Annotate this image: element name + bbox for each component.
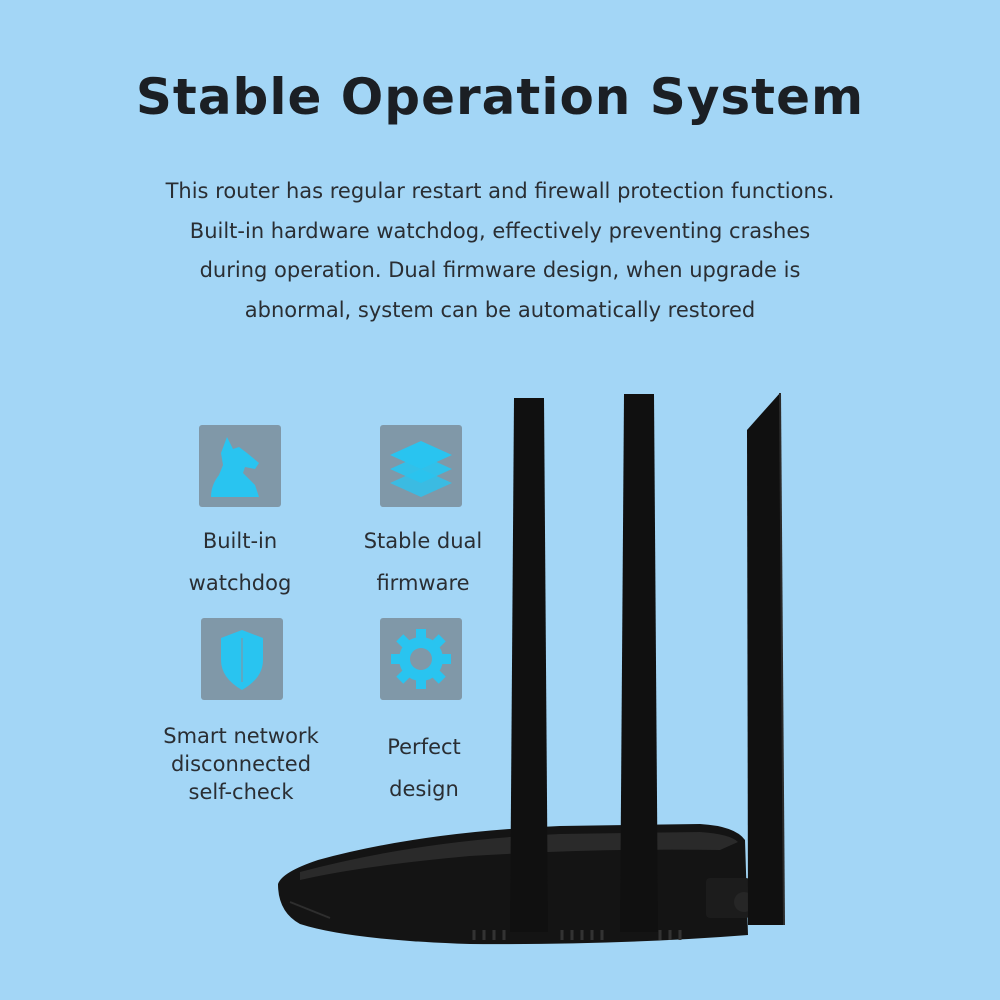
router-vents — [472, 930, 682, 940]
feature-tile-self-check — [201, 618, 283, 700]
antenna-right — [747, 393, 784, 925]
page-title: Stable Operation System — [135, 68, 865, 126]
feature-label-design: Perfect design — [387, 735, 461, 801]
description-line: This router has regular restart and fire… — [165, 179, 835, 203]
feature-tile-design — [380, 618, 462, 700]
router-side-vents — [289, 901, 331, 919]
feature-label-self-check: Smart network disconnected self-check — [163, 724, 319, 804]
description-line: during operation. Dual firmware design, … — [199, 258, 801, 282]
watchdog-icon — [211, 437, 259, 497]
antenna-middle — [620, 394, 658, 932]
description: This router has regular restart and fire… — [150, 172, 850, 330]
feature-label-firmware: Stable dual firmware — [363, 529, 483, 595]
description-line: abnormal, system can be automatically re… — [244, 297, 756, 322]
shield-icon — [221, 630, 263, 690]
feature-tile-watchdog — [199, 425, 281, 507]
antenna-left — [510, 398, 548, 932]
description-line: Built-in hardware watchdog, effectively … — [189, 218, 811, 243]
feature-tile-firmware — [380, 425, 462, 507]
gear-icon — [391, 629, 451, 689]
layers-icon — [390, 441, 452, 497]
feature-label-watchdog: Built-in watchdog — [188, 529, 292, 595]
